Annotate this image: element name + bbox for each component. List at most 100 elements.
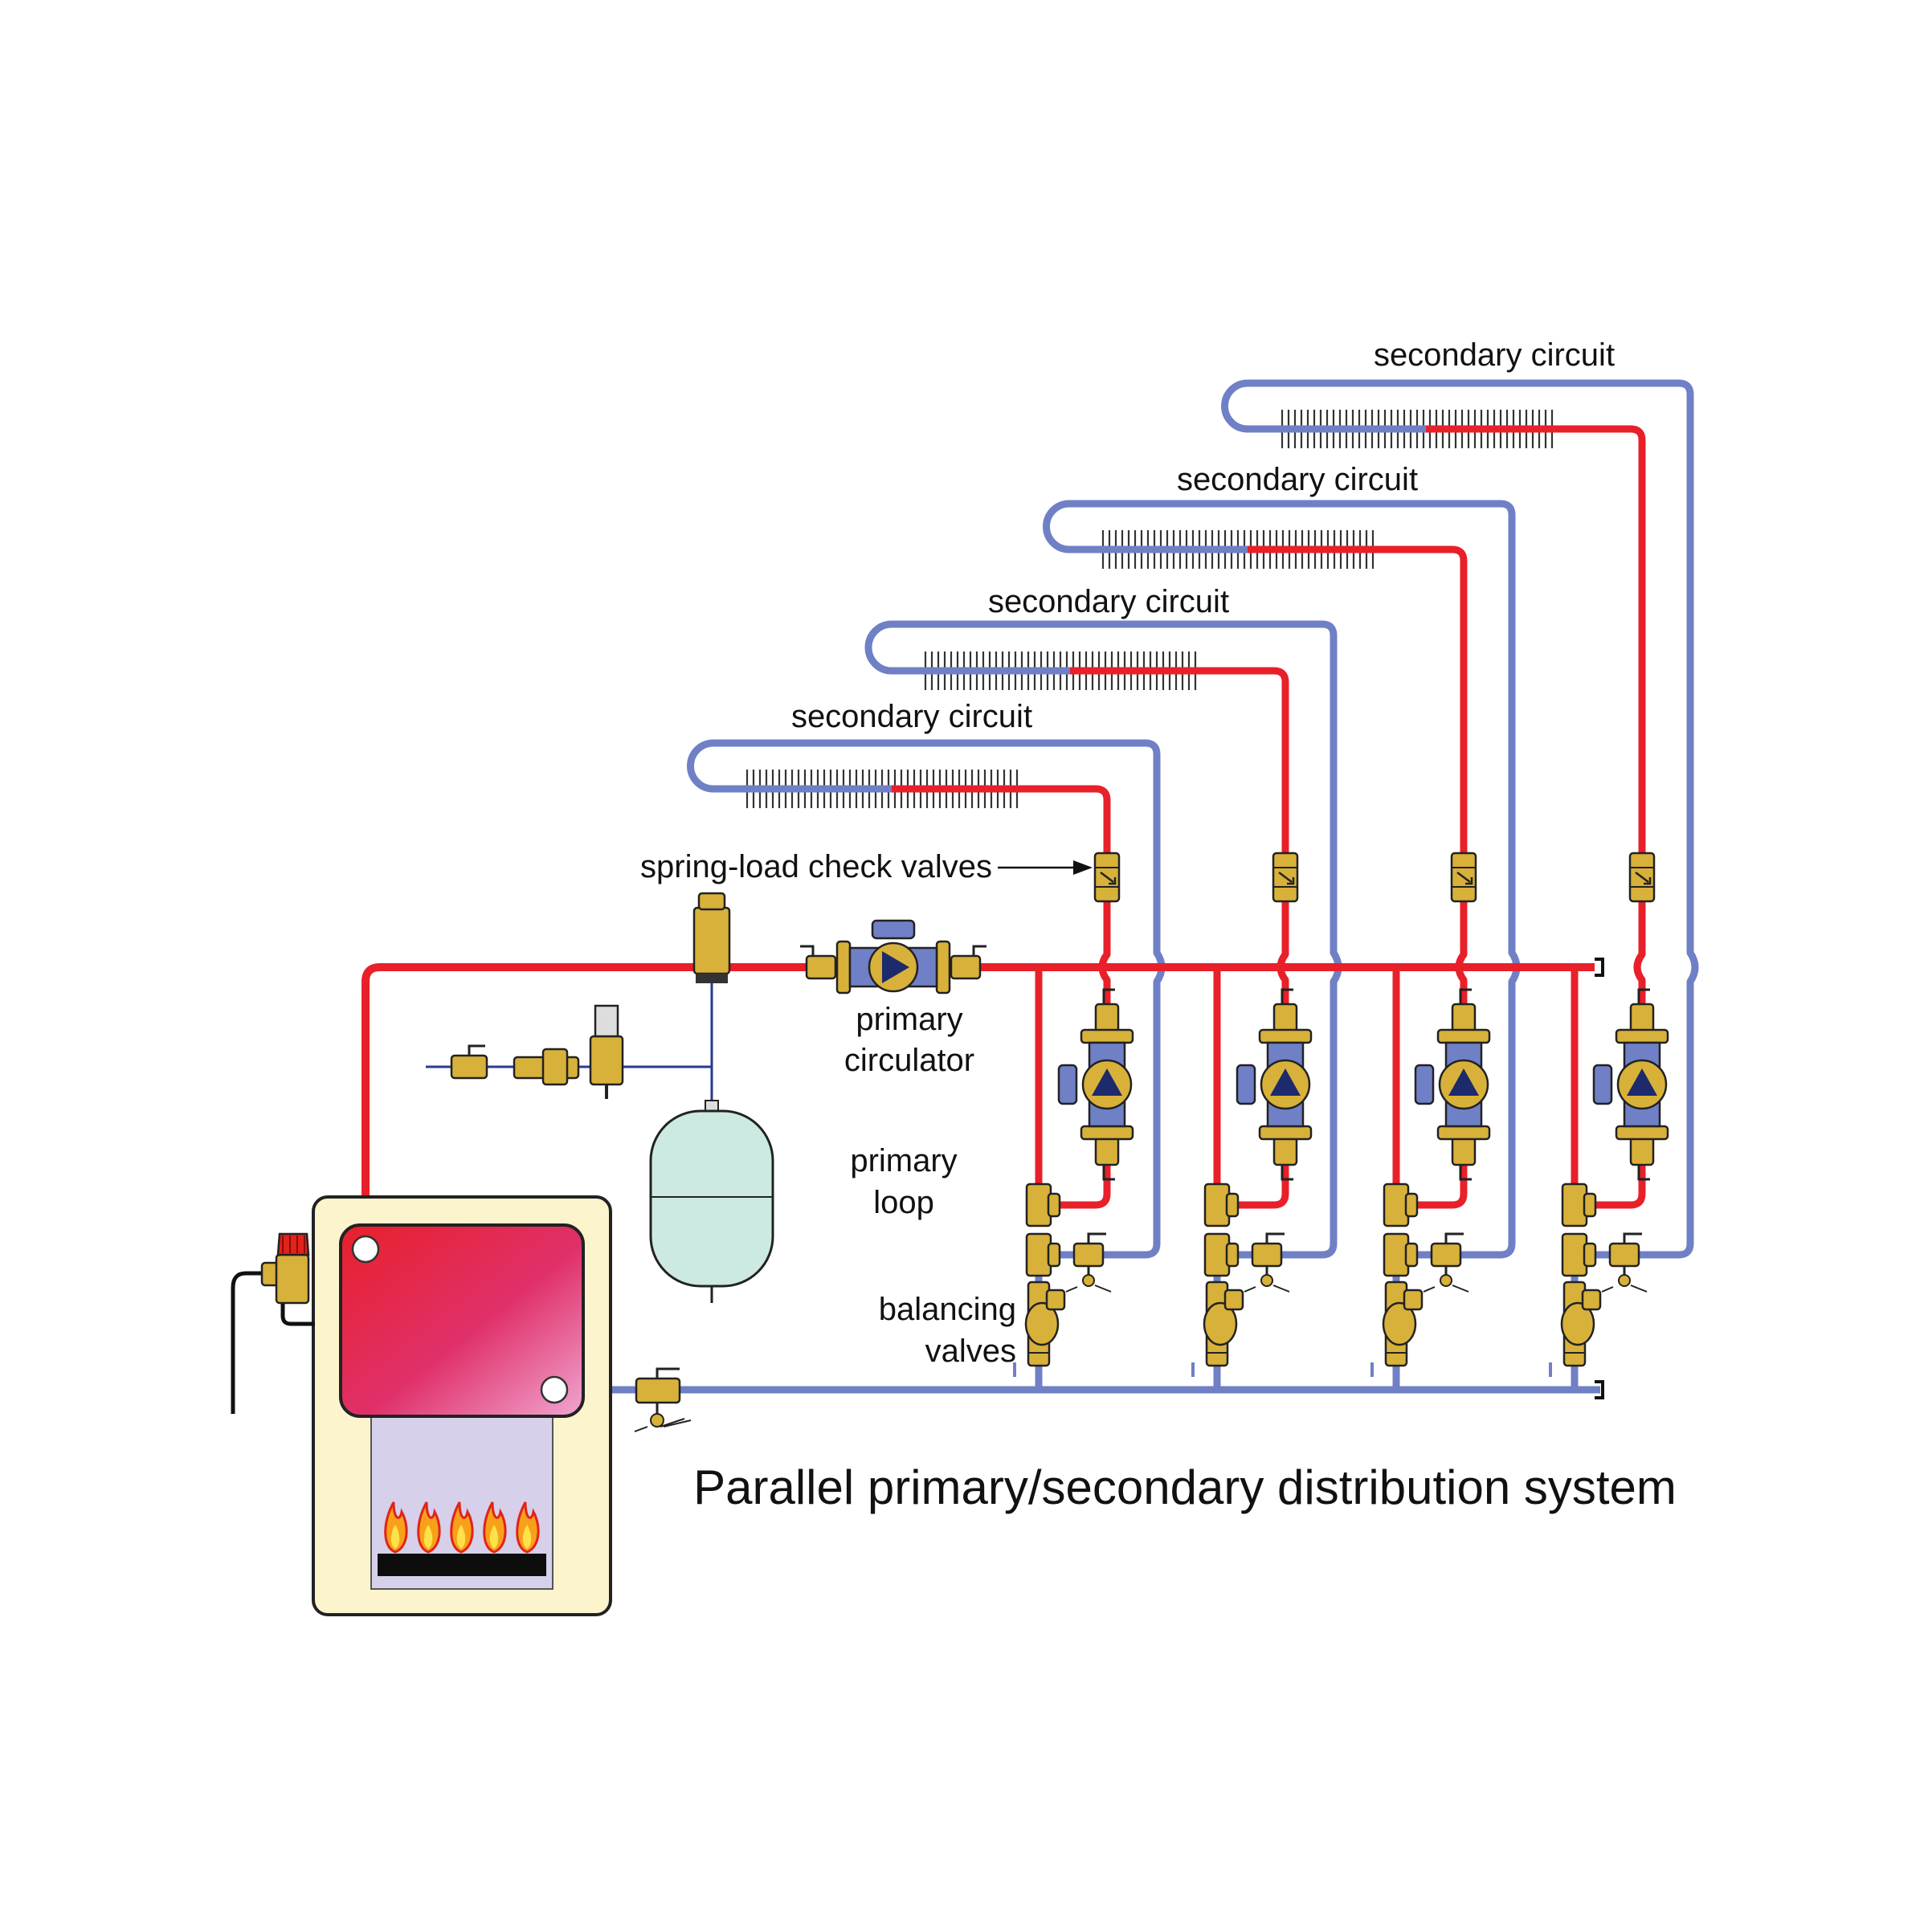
air-vent-cap	[697, 892, 726, 911]
tee-branch	[1225, 1192, 1240, 1218]
pump-flange	[1258, 1028, 1313, 1044]
primary-circulator-label-line1: primary	[856, 1002, 962, 1037]
secondary-supply-pipe	[892, 785, 1111, 1209]
tee-branch	[1404, 1242, 1419, 1268]
tee-branch	[1583, 1192, 1597, 1218]
spring-load-check-valve-3	[1450, 852, 1477, 903]
flow-direction-icon	[1092, 1068, 1122, 1096]
tee-body	[1025, 1232, 1052, 1277]
drain-valve-body	[1251, 1242, 1283, 1268]
tank-body	[649, 1109, 774, 1288]
pump-flange	[1258, 1125, 1313, 1141]
secondary-circulator-3	[1414, 988, 1491, 1181]
secondary-circuit-label-4: secondary circuit	[1374, 337, 1615, 373]
pipe-end-cap	[1595, 958, 1604, 977]
supply-tee-2	[1203, 1182, 1240, 1227]
backflow-preventer-body	[541, 1048, 569, 1086]
drain-valve-body	[1430, 1242, 1462, 1268]
tee-branch	[1404, 1192, 1419, 1218]
pump-isolation-valve-bottom	[1272, 1134, 1298, 1166]
purge-valve-2	[1244, 1232, 1290, 1293]
makeup-ball-valve	[450, 1054, 488, 1080]
balancing-valves-label-line1: balancing	[879, 1292, 1016, 1327]
supply-tee-4	[1561, 1182, 1597, 1227]
secondary-circuit-label-3: secondary circuit	[1177, 462, 1418, 497]
balancing-valve-4	[1549, 1281, 1602, 1377]
check-valve-arrowhead	[1287, 877, 1295, 885]
tee-body	[1561, 1232, 1588, 1277]
tee-body	[1203, 1232, 1231, 1277]
return-tee-2	[1203, 1232, 1240, 1277]
pump-flange	[935, 940, 951, 995]
boiler-return-valve	[634, 1367, 692, 1432]
balancing-valve-globe	[1560, 1301, 1595, 1346]
return-tee-1	[1025, 1232, 1061, 1277]
balancing-valve-globe	[1382, 1301, 1417, 1346]
pump-flange	[1436, 1125, 1491, 1141]
valve-handle	[1265, 1232, 1285, 1244]
check-valve-arrowhead	[1644, 877, 1652, 885]
air-separator-band	[696, 974, 728, 983]
flow-direction-icon	[1270, 1068, 1301, 1096]
drain-hose	[634, 1419, 692, 1432]
pump-flange	[1436, 1028, 1491, 1044]
check-valve-arrow	[1100, 872, 1114, 883]
tee-body	[1203, 1182, 1231, 1227]
primary-loop-label-line2: loop	[873, 1185, 934, 1220]
pump-flange	[1615, 1028, 1669, 1044]
check-valve-arrow	[1456, 872, 1471, 883]
secondary-supply-pipe	[1248, 545, 1468, 1209]
relief-valve-body	[275, 1253, 310, 1305]
tee-body	[1561, 1182, 1588, 1227]
air-separator	[692, 892, 731, 1109]
heat-exchanger	[339, 1223, 585, 1418]
flame-core	[390, 1525, 400, 1549]
tee-body	[1025, 1182, 1052, 1227]
pressure-reducing-valve	[589, 1035, 624, 1086]
pump-isolation-valve-top	[1629, 1003, 1655, 1035]
valve-handle	[1087, 1232, 1106, 1244]
boiler	[312, 1195, 612, 1616]
baseboard-fins-4	[1279, 410, 1558, 448]
secondary-return-pipe	[687, 739, 1166, 1259]
components	[231, 410, 1669, 1616]
flame-core	[522, 1525, 532, 1549]
valve-handle	[1102, 988, 1115, 1004]
drain-hose	[1423, 1285, 1469, 1293]
valve-handle	[800, 945, 815, 956]
tee-branch	[1047, 1192, 1061, 1218]
secondary-return-pipe	[1043, 500, 1521, 1259]
pump-motor	[871, 919, 916, 940]
pump-motor	[1414, 1064, 1435, 1105]
piping	[362, 379, 1699, 1399]
balancing-valve-globe	[1024, 1301, 1060, 1346]
tee-body	[1383, 1182, 1410, 1227]
valve-handle	[656, 1367, 680, 1379]
relief-valve-cap	[276, 1232, 310, 1256]
secondary-supply-pipe	[1426, 425, 1646, 1209]
tee-branch	[1225, 1242, 1240, 1268]
burner	[378, 1554, 546, 1576]
pump-flange	[1080, 1125, 1134, 1141]
pump-flange	[835, 940, 852, 995]
valve-handle	[1281, 1165, 1293, 1181]
baseboard-fins-3	[1100, 530, 1381, 569]
primary-circulator-label-line2: circulator	[844, 1043, 974, 1078]
check-valve-leader-arrowhead	[1073, 860, 1093, 875]
balancing-valve-bonnet	[1045, 1289, 1066, 1311]
flow-direction-icon	[1627, 1068, 1657, 1096]
check-valves-label: spring-load check valves	[640, 849, 992, 884]
supply-tee-1	[1025, 1182, 1061, 1227]
pump-isolation-valve-right	[950, 954, 982, 980]
drain-cap	[1260, 1274, 1273, 1287]
tee-branch	[1583, 1242, 1597, 1268]
check-valve-arrowhead	[1109, 877, 1117, 885]
pump-motor	[1057, 1064, 1078, 1105]
drain-valve-body	[1608, 1242, 1640, 1268]
secondary-return-pipe	[864, 620, 1342, 1259]
tee-branch	[1047, 1242, 1061, 1268]
spring-load-check-valve-4	[1628, 852, 1656, 903]
secondary-circuit-label-1: secondary circuit	[791, 699, 1032, 734]
